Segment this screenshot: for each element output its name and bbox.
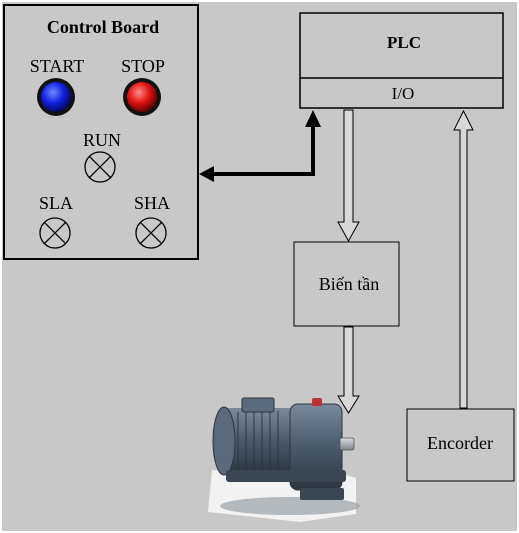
gear-motor-icon (208, 398, 360, 522)
arrow-to-plc-icon (305, 110, 321, 127)
encoder-to-plc-arrow (454, 111, 473, 408)
plc-block: PLC I/O (300, 13, 503, 108)
sla-label: SLA (39, 193, 73, 213)
inverter-label: Biến tần (319, 274, 380, 294)
start-label: START (30, 56, 84, 76)
plc-title: PLC (387, 33, 421, 52)
encoder-block: Encorder (407, 409, 514, 481)
inverter-block: Biến tần (294, 242, 399, 326)
control-board: Control Board START STOP RUN SLA SHA (4, 5, 198, 259)
gearbox-plug (312, 398, 322, 406)
arrow-to-control-board-icon (199, 166, 214, 182)
inverter-to-motor-arrow (338, 327, 359, 413)
encoder-label: Encorder (427, 433, 493, 453)
control-board-title: Control Board (47, 17, 159, 37)
start-button[interactable] (41, 82, 71, 112)
run-label: RUN (83, 130, 121, 150)
plc-to-inverter-arrow (338, 110, 359, 241)
plc-io-label: I/O (392, 84, 415, 103)
sha-label: SHA (134, 193, 170, 213)
stop-button[interactable] (127, 82, 157, 112)
plc-control-board-connector (199, 110, 321, 182)
stop-label: STOP (121, 56, 165, 76)
